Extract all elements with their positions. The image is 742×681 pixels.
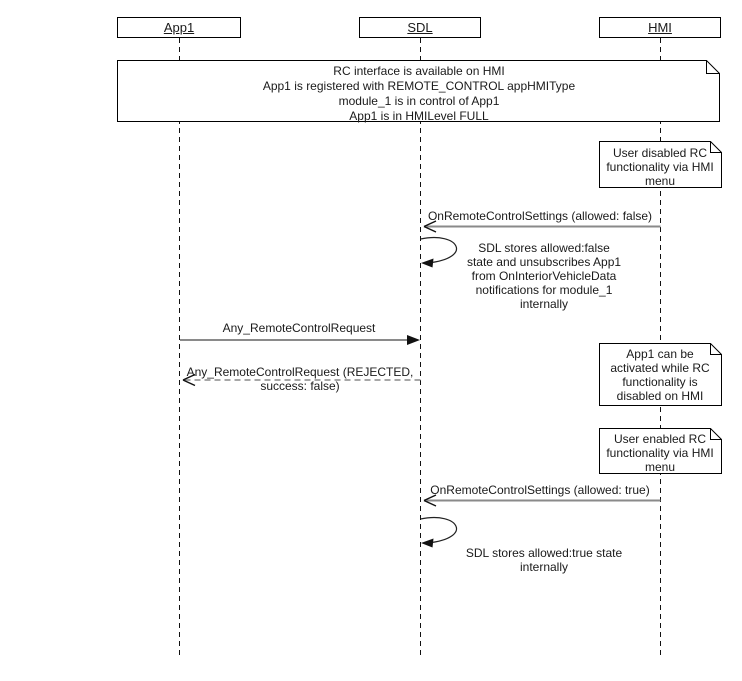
note-app1-activated-shape	[599, 343, 722, 406]
actor-hmi-label: HMI	[648, 20, 672, 35]
note-setup-text: RC interface is available on HMI App1 is…	[262, 64, 576, 123]
message-any-rc-request-rejected-label: Any_RemoteControlRequest (REJECTED, succ…	[186, 365, 414, 393]
arrow-on-rc-settings-false	[423, 220, 661, 233]
message-any-rc-request-label: Any_RemoteControlRequest	[222, 321, 376, 335]
message-on-rc-settings-true-label: OnRemoteControlSettings (allowed: true)	[430, 483, 650, 497]
arrow-sdl-self-loop-false	[420, 237, 458, 268]
actor-app1-label: App1	[163, 20, 195, 35]
message-on-rc-settings-false-label: OnRemoteControlSettings (allowed: false)	[427, 209, 653, 223]
arrow-any-rc-request-rejected	[182, 373, 421, 387]
message-sdl-stores-false-label: SDL stores allowed:false state and unsub…	[466, 241, 622, 311]
note-setup-shape	[117, 60, 720, 122]
arrow-sdl-self-loop-true	[420, 517, 458, 548]
actor-sdl: SDL	[359, 17, 481, 38]
note-user-disabled-text: User disabled RC functionality via HMI m…	[606, 146, 714, 188]
message-sdl-stores-true-label: SDL stores allowed:true state internally	[465, 546, 623, 574]
note-app1-activated-text: App1 can be activated while RC functiona…	[610, 347, 710, 403]
arrow-any-rc-request	[180, 335, 420, 345]
actor-app1: App1	[117, 17, 241, 38]
actor-sdl-label: SDL	[407, 20, 433, 35]
note-user-enabled-text: User enabled RC functionality via HMI me…	[606, 432, 714, 474]
arrow-on-rc-settings-true	[423, 494, 661, 507]
note-user-disabled-shape	[599, 141, 722, 188]
actor-hmi: HMI	[599, 17, 721, 38]
note-user-enabled-shape	[599, 428, 722, 474]
